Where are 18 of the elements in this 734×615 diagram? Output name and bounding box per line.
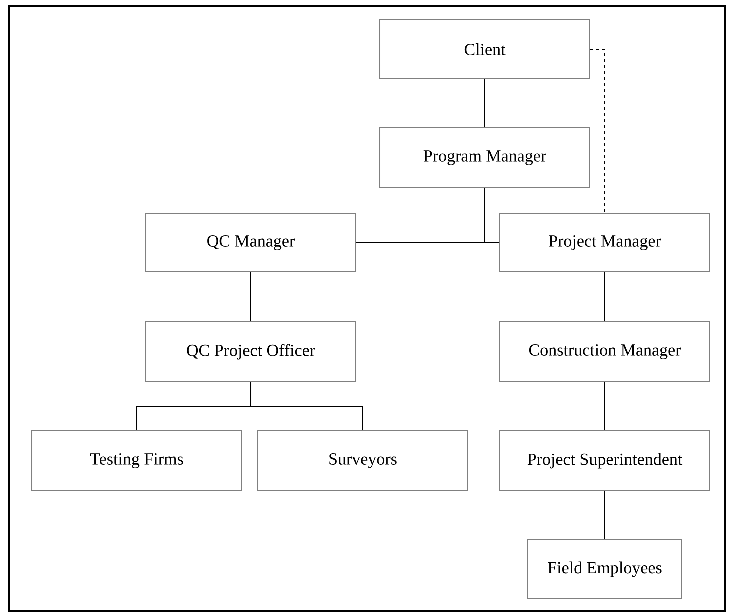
connector-line [604, 382, 606, 431]
connector-line [604, 272, 606, 322]
role-box: Testing Firms [32, 430, 242, 492]
connector-line [250, 272, 252, 322]
role-box: QC Project Officer [146, 321, 356, 382]
role-box: Program Manager [380, 127, 590, 188]
role-box: Construction Manager [500, 321, 710, 382]
connector-line [590, 49, 606, 214]
role-box: Field Employees [528, 539, 682, 600]
role-box: Client [380, 20, 590, 80]
connector-line [484, 188, 500, 244]
role-box: Project Manager [500, 213, 710, 272]
connector-line [484, 79, 486, 128]
role-box: QC Manager [146, 213, 356, 272]
role-box: Surveyors [258, 430, 468, 492]
connector-line [604, 490, 606, 540]
connector-line [250, 382, 364, 431]
role-box: Project Superintendent [500, 430, 710, 492]
